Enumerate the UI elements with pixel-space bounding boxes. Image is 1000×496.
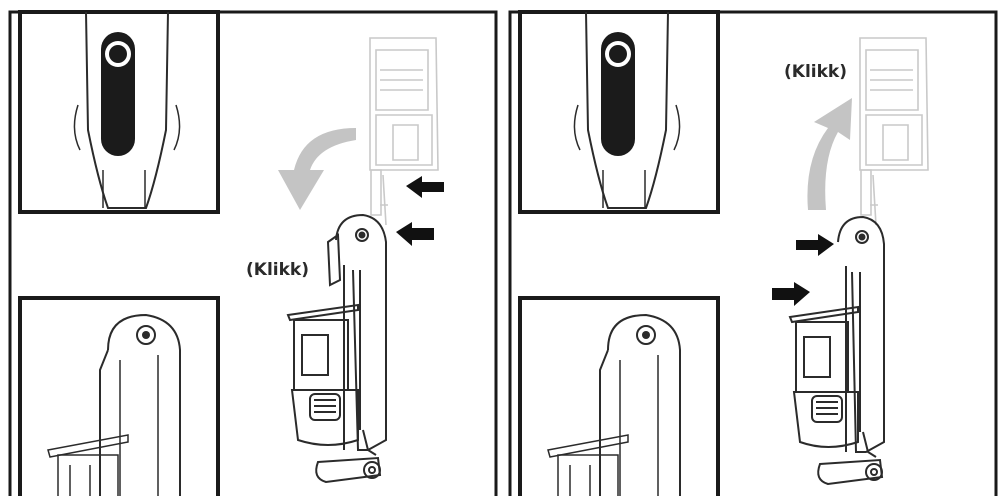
panel-unfold: (Klikk): [508, 10, 998, 496]
handle-closeup-inset: [520, 12, 718, 212]
push-arrow-icon-2: [772, 282, 810, 306]
vacuum-upper-faded: [370, 38, 438, 225]
click-label: (Klikk): [784, 62, 847, 82]
panel-fold: (Klikk): [8, 10, 498, 496]
click-label: (Klikk): [246, 260, 309, 280]
hinge-closeup-inset: [520, 298, 718, 496]
vacuum-folded: [288, 215, 386, 482]
handle-closeup-inset: [20, 12, 218, 212]
push-arrow-icon: [796, 234, 834, 256]
push-arrow-icon-2: [396, 222, 434, 246]
push-arrow-icon: [406, 176, 444, 198]
unfold-illustration: [508, 10, 998, 496]
unfold-direction-arrow-icon: [807, 98, 852, 210]
hinge-closeup-inset: [20, 298, 218, 496]
fold-direction-arrow-icon: [278, 128, 356, 210]
vacuum-folded: [790, 217, 884, 484]
vacuum-upper-faded: [860, 38, 928, 225]
fold-illustration: [8, 10, 498, 496]
